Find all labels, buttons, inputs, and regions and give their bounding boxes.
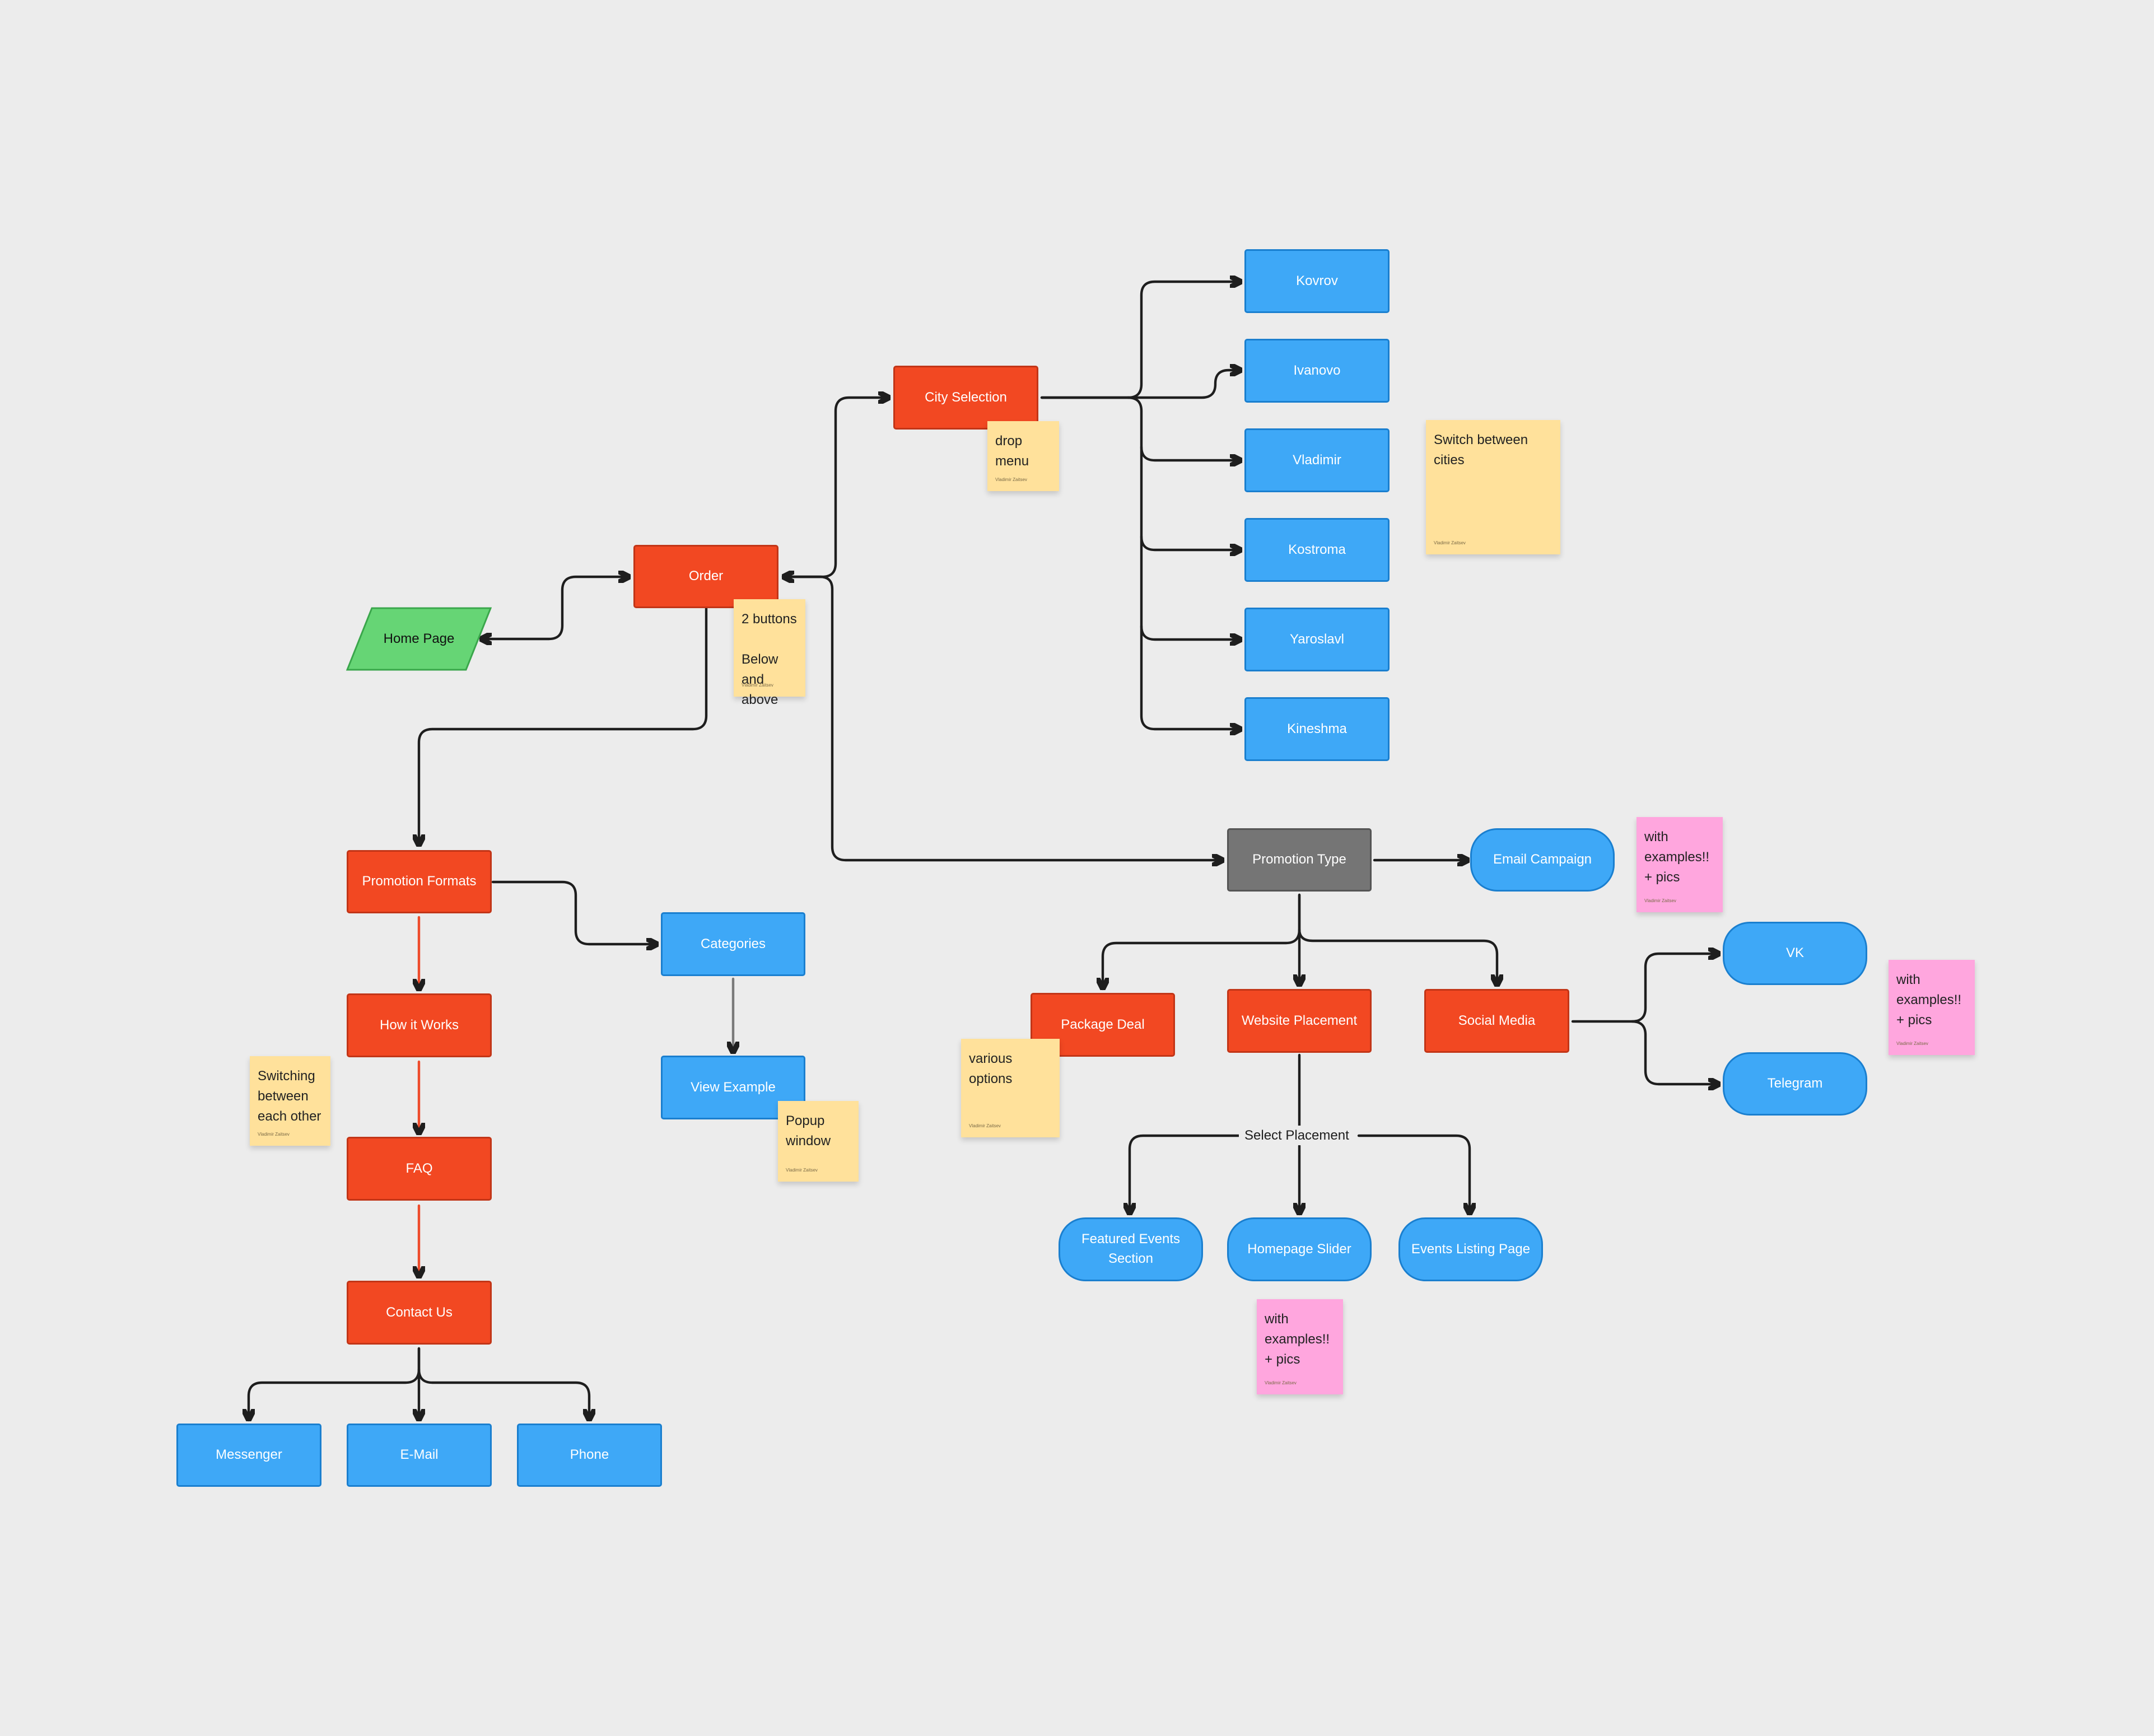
website-placement-node[interactable]: Website Placement xyxy=(1227,989,1372,1053)
edge-type-social xyxy=(1298,928,1497,987)
edge-social-vk xyxy=(1571,954,1721,1023)
sticky-switch-cities[interactable]: Switch between cities Vladimir Zaitsev xyxy=(1426,420,1560,554)
home-page-label: Home Page xyxy=(383,631,455,646)
sticky-text: Popup window xyxy=(786,1113,831,1149)
edge-social-telegram xyxy=(1630,1020,1721,1084)
social-media-node[interactable]: Social Media xyxy=(1424,989,1569,1053)
featured-events-node[interactable]: Featured Events Section xyxy=(1059,1217,1203,1281)
sticky-author: Vladimir Zaitsev xyxy=(786,1168,818,1173)
edge-city-kovrov xyxy=(1040,282,1243,399)
select-placement-label: Select Placement xyxy=(1239,1126,1355,1146)
city-ivanovo-node[interactable]: Ivanovo xyxy=(1244,339,1390,403)
edge-contact-messenger xyxy=(249,1347,421,1422)
order-node[interactable]: Order xyxy=(633,545,778,608)
sticky-author: Vladimir Zaitsev xyxy=(1644,898,1676,903)
edge-city-vladimir xyxy=(1126,396,1243,460)
sticky-text: with examples!! + pics xyxy=(1265,1312,1330,1367)
sticky-examples-placement[interactable]: with examples!! + pics Vladimir Zaitsev xyxy=(1257,1299,1343,1394)
edge-city-yaroslavl xyxy=(1140,535,1243,640)
edge-placement-events xyxy=(1357,1134,1470,1216)
city-selection-node[interactable]: City Selection xyxy=(893,366,1038,430)
sticky-author: Vladimir Zaitsev xyxy=(1434,540,1466,545)
faq-node[interactable]: FAQ xyxy=(347,1137,492,1201)
sticky-examples-email[interactable]: with examples!! + pics Vladimir Zaitsev xyxy=(1637,817,1723,912)
phone-node[interactable]: Phone xyxy=(517,1424,662,1487)
edge-city-ivanovo xyxy=(1040,370,1243,399)
categories-node[interactable]: Categories xyxy=(661,912,805,976)
email-node[interactable]: E-Mail xyxy=(347,1424,492,1487)
edge-contact-phone xyxy=(417,1368,589,1422)
sticky-text: various options xyxy=(969,1051,1013,1086)
city-vladimir-node[interactable]: Vladimir xyxy=(1244,428,1390,492)
email-campaign-node[interactable]: Email Campaign xyxy=(1470,828,1615,892)
sticky-author: Vladimir Zaitsev xyxy=(258,1132,290,1137)
edge-home-order xyxy=(479,577,631,639)
sticky-text: with examples!! + pics xyxy=(1896,972,1962,1028)
edge-placement-featured xyxy=(1130,1134,1243,1216)
city-kineshma-node[interactable]: Kineshma xyxy=(1244,697,1390,761)
sticky-drop-menu[interactable]: drop menu Vladimir Zaitsev xyxy=(987,421,1059,491)
sticky-author: Vladimir Zaitsev xyxy=(1896,1041,1928,1046)
city-kostroma-node[interactable]: Kostroma xyxy=(1244,518,1390,582)
sticky-author: Vladimir Zaitsev xyxy=(995,477,1027,482)
promotion-formats-node[interactable]: Promotion Formats xyxy=(347,850,492,913)
messenger-node[interactable]: Messenger xyxy=(176,1424,321,1487)
edge-order-city xyxy=(781,398,891,577)
sticky-text: drop menu xyxy=(995,433,1029,469)
promotion-type-node[interactable]: Promotion Type xyxy=(1227,828,1372,892)
sticky-switching[interactable]: Switching between each other Vladimir Za… xyxy=(250,1056,330,1146)
vk-node[interactable]: VK xyxy=(1723,922,1867,985)
sticky-text: with examples!! + pics xyxy=(1644,829,1710,885)
sticky-two-buttons[interactable]: 2 buttons Below and above Vladimir Zaits… xyxy=(734,599,805,707)
edge-city-kineshma xyxy=(1140,624,1243,729)
sticky-author: Vladimir Zaitsev xyxy=(1265,1380,1297,1385)
sticky-examples-social[interactable]: with examples!! + pics Vladimir Zaitsev xyxy=(1889,960,1975,1055)
sticky-various-options[interactable]: various options Vladimir Zaitsev xyxy=(961,1039,1060,1137)
telegram-node[interactable]: Telegram xyxy=(1723,1052,1867,1116)
city-kovrov-node[interactable]: Kovrov xyxy=(1244,249,1390,313)
edge-order-promotion-type xyxy=(781,575,1225,860)
edge-type-package xyxy=(1103,893,1301,991)
homepage-slider-node[interactable]: Homepage Slider xyxy=(1227,1217,1372,1281)
edge-formats-categories xyxy=(491,880,659,944)
contact-us-node[interactable]: Contact Us xyxy=(347,1281,492,1345)
sticky-text: Switch between cities xyxy=(1434,432,1528,468)
home-page-node[interactable]: Home Page xyxy=(346,607,492,671)
city-yaroslavl-node[interactable]: Yaroslavl xyxy=(1244,608,1390,671)
sticky-text: Switching between each other xyxy=(258,1068,321,1124)
edge-city-kostroma xyxy=(1140,445,1243,550)
parallelogram-shape xyxy=(346,607,492,671)
how-it-works-node[interactable]: How it Works xyxy=(347,993,492,1057)
sticky-author: Vladimir Zaitsev xyxy=(742,683,773,688)
sticky-author: Vladimir Zaitsev xyxy=(969,1123,1001,1128)
sticky-text: 2 buttons Below and above xyxy=(742,612,797,707)
events-listing-node[interactable]: Events Listing Page xyxy=(1398,1217,1543,1281)
sticky-popup[interactable]: Popup window Vladimir Zaitsev xyxy=(778,1101,859,1182)
edge-order-promotion-formats xyxy=(419,606,708,847)
